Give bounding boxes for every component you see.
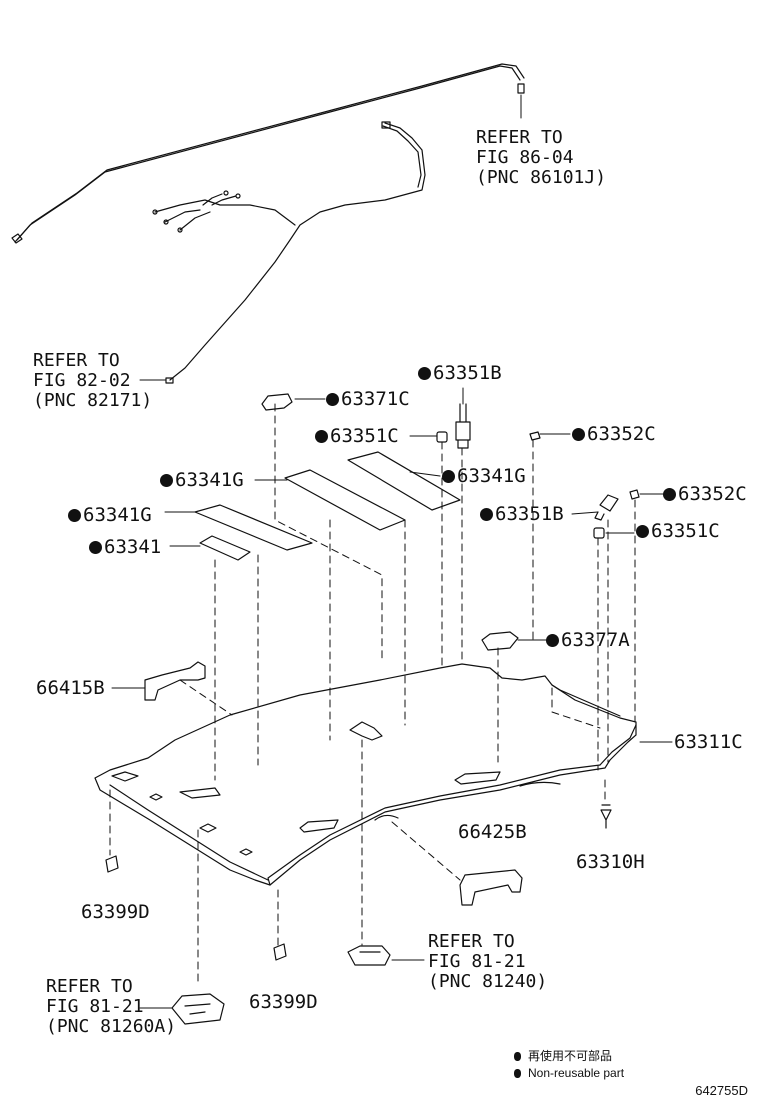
part-label-63371c: 63371C bbox=[326, 389, 410, 409]
ref-line: REFER TO bbox=[46, 976, 133, 997]
clip-63351c-r-shape bbox=[593, 527, 605, 539]
non-reusable-dot-icon bbox=[418, 367, 431, 380]
part-label-63399d-bottom: 63399D bbox=[249, 991, 318, 1013]
non-reusable-dot-icon bbox=[663, 488, 676, 501]
part-label-63341g-mid: 63341G bbox=[160, 470, 244, 490]
part-label-63310h: 63310H bbox=[576, 851, 645, 873]
non-reusable-dot-icon bbox=[572, 428, 585, 441]
pad-63341g-right-shape bbox=[347, 451, 461, 511]
non-reusable-dot-icon bbox=[546, 634, 559, 647]
clip-63352c-r-shape bbox=[629, 489, 640, 500]
ref-line: (PNC 82171) bbox=[33, 390, 153, 411]
non-reusable-dot-icon bbox=[442, 470, 455, 483]
part-label-63311c: 63311C bbox=[674, 731, 743, 753]
ref-line: FIG 86-04 bbox=[476, 147, 574, 168]
part-label-63351c-right: 63351C bbox=[636, 521, 720, 541]
non-reusable-dot-icon bbox=[636, 525, 649, 538]
part-label-63341g-left: 63341G bbox=[68, 505, 152, 525]
non-reusable-dot-icon bbox=[160, 474, 173, 487]
legend: 再使用不可部品 Non-reusable part bbox=[514, 1048, 624, 1082]
pad-63341g-left-shape bbox=[194, 504, 313, 551]
bracket-66415b-shape bbox=[144, 661, 206, 701]
clip-63371c-shape bbox=[261, 393, 293, 411]
legend-row-jp: 再使用不可部品 bbox=[514, 1048, 624, 1065]
alignment-lines bbox=[109, 403, 636, 986]
part-label-66415b: 66415B bbox=[36, 677, 105, 699]
non-reusable-dot-icon bbox=[514, 1052, 521, 1061]
roof-headliner bbox=[94, 663, 637, 886]
dome-lamp-81240-shape bbox=[347, 945, 391, 966]
clip-63399d-bottom-shape bbox=[273, 943, 287, 961]
part-label-66425b: 66425B bbox=[458, 821, 527, 843]
ref-note-86-04: REFER TO FIG 86-04 (PNC 86101J) bbox=[476, 128, 606, 188]
bulb-63351b-r-shape bbox=[594, 494, 619, 521]
part-label-63351b-right: 63351B bbox=[480, 504, 564, 524]
bulb-63351b-shape bbox=[455, 403, 471, 449]
ref-line: (PNC 81260A) bbox=[46, 1016, 177, 1037]
pad-63341-shape bbox=[199, 535, 251, 561]
part-label-63352c-right: 63352C bbox=[663, 484, 747, 504]
bolt-63310h-shape bbox=[600, 804, 612, 829]
part-label-63351c-left: 63351C bbox=[315, 426, 399, 446]
map-lamp-81260a-shape bbox=[171, 993, 225, 1025]
ref-note-82-02: REFER TO FIG 82-02 (PNC 82171) bbox=[33, 351, 152, 411]
non-reusable-dot-icon bbox=[315, 430, 328, 443]
ref-line: (PNC 86101J) bbox=[476, 167, 607, 188]
part-label-63341: 63341 bbox=[89, 537, 161, 557]
non-reusable-dot-icon bbox=[68, 509, 81, 522]
part-label-63352c-top: 63352C bbox=[572, 424, 656, 444]
ref-line: REFER TO bbox=[428, 931, 515, 952]
lamp-63377a-shape bbox=[481, 631, 519, 651]
ref-line: FIG 81-21 bbox=[428, 951, 526, 972]
ref-line: FIG 81-21 bbox=[46, 996, 144, 1017]
legend-row-en: Non-reusable part bbox=[514, 1065, 624, 1082]
diagram-code: 642755D bbox=[695, 1083, 748, 1098]
pad-63341g-mid-shape bbox=[284, 469, 406, 531]
clip-63351c-shape bbox=[436, 431, 448, 443]
non-reusable-dot-icon bbox=[480, 508, 493, 521]
non-reusable-dot-icon bbox=[89, 541, 102, 554]
ref-note-81-21-b: REFER TO FIG 81-21 (PNC 81260A) bbox=[46, 977, 176, 1037]
ref-line: REFER TO bbox=[476, 127, 563, 148]
part-label-63377a: 63377A bbox=[546, 630, 630, 650]
ref-line: FIG 82-02 bbox=[33, 370, 131, 391]
non-reusable-dot-icon bbox=[326, 393, 339, 406]
part-label-63399d-left: 63399D bbox=[81, 901, 150, 923]
ref-line: REFER TO bbox=[33, 350, 120, 371]
non-reusable-dot-icon bbox=[514, 1069, 521, 1078]
clip-63352c-shape bbox=[529, 431, 541, 441]
clip-63399d-left-shape bbox=[105, 855, 119, 873]
part-label-63351b-top: 63351B bbox=[418, 363, 502, 383]
part-label-63341g-right: 63341G bbox=[442, 466, 526, 486]
ref-line: (PNC 81240) bbox=[428, 971, 548, 992]
bracket-66425b-shape bbox=[459, 869, 523, 906]
roof-wire-harness bbox=[11, 63, 525, 384]
ref-note-81-21-a: REFER TO FIG 81-21 (PNC 81240) bbox=[428, 932, 547, 992]
